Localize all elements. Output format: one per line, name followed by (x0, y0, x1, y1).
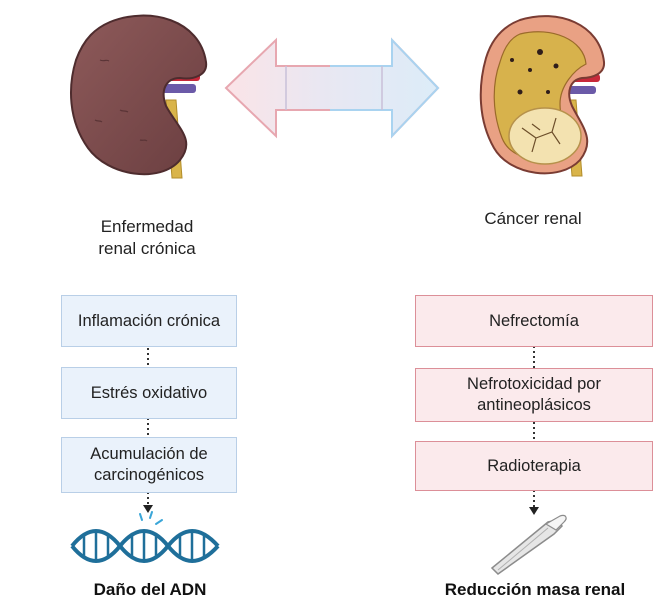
left-arrowhead-icon (143, 505, 153, 513)
dna-icon (70, 511, 220, 563)
double-arrow-icon (224, 37, 440, 139)
right-step-1: Nefrectomía (415, 295, 653, 347)
cancer-caption: Cáncer renal (484, 209, 582, 228)
left-step-3: Acumulación de carcinogénicos (61, 437, 237, 493)
scalpel-icon (490, 514, 567, 575)
ckd-caption: Enfermedad renal crónica (98, 217, 196, 258)
left-step-1: Inflamación crónica (61, 295, 237, 347)
cancer-kidney-icon (479, 15, 606, 177)
right-step-3: Radioterapia (415, 441, 653, 491)
ckd-kidney-icon (70, 14, 208, 179)
left-step-2: Estrés oxidativo (61, 367, 237, 419)
right-outcome: Reducción masa renal (444, 580, 626, 599)
right-arrowhead-icon (529, 507, 539, 515)
right-step-2: Nefrotoxicidad por antineoplásicos (415, 368, 653, 422)
left-outcome: Daño del ADN (93, 580, 207, 599)
